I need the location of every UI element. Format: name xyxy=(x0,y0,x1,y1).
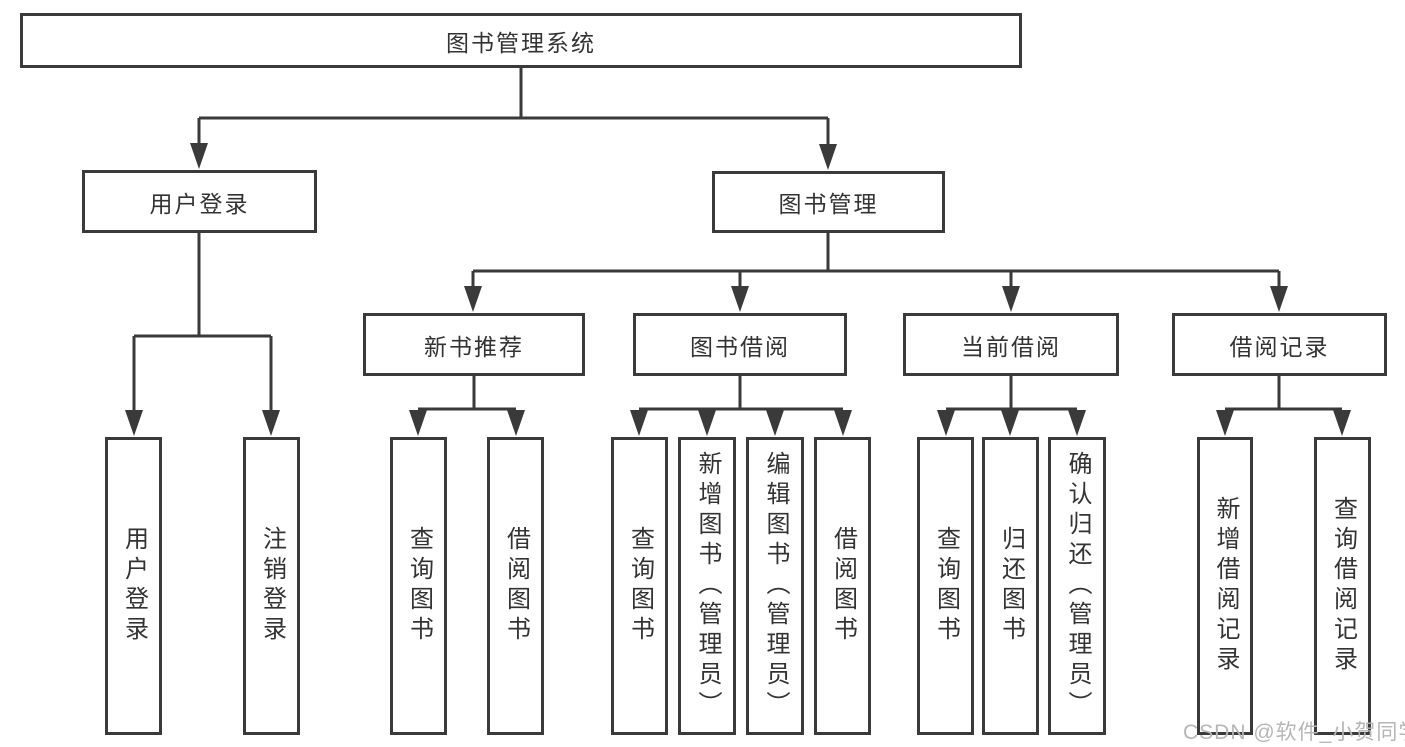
leaf-return-book: 归还图书 xyxy=(982,437,1039,735)
node-borrow-record-label: 借阅记录 xyxy=(1229,333,1330,360)
leaf-borrow-book: 借阅图书 xyxy=(814,437,871,735)
leaf-return-book-label: 归还图书 xyxy=(997,526,1025,646)
leaf-borrow-book-label: 借阅图书 xyxy=(829,526,857,646)
leaf-query-borrow-record: 查询借阅记录 xyxy=(1314,437,1371,735)
leaf-edit-book-admin: 编辑图书（管理员） xyxy=(746,437,804,735)
node-new-book-recommend: 新书推荐 xyxy=(363,313,585,376)
node-book-management: 图书管理 xyxy=(712,171,945,233)
node-user-login: 用户登录 xyxy=(82,170,317,233)
node-root: 图书管理系统 xyxy=(20,13,1022,68)
leaf-query-book-current-label: 查询图书 xyxy=(932,526,960,646)
leaf-query-book-recommend-label: 查询图书 xyxy=(405,526,433,646)
leaf-add-book-admin: 新增图书（管理员） xyxy=(678,437,736,735)
leaf-confirm-return-admin-label: 确认归还（管理员） xyxy=(1064,451,1091,721)
node-user-login-label: 用户登录 xyxy=(149,190,250,217)
leaf-logout: 注销登录 xyxy=(243,437,300,735)
leaf-add-book-admin-label: 新增图书（管理员） xyxy=(694,451,721,721)
arrowheads xyxy=(125,143,1351,436)
leaf-borrow-book-recommend-label: 借阅图书 xyxy=(502,526,530,646)
node-borrow-record: 借阅记录 xyxy=(1172,313,1387,376)
node-current-borrow: 当前借阅 xyxy=(903,313,1119,376)
leaf-confirm-return-admin: 确认归还（管理员） xyxy=(1048,437,1106,735)
leaf-query-book-borrow: 查询图书 xyxy=(611,437,668,735)
node-book-management-label: 图书管理 xyxy=(778,191,879,217)
leaf-query-book-current: 查询图书 xyxy=(917,437,974,735)
leaf-edit-book-admin-label: 编辑图书（管理员） xyxy=(762,451,789,721)
leaf-borrow-book-recommend: 借阅图书 xyxy=(487,437,544,735)
leaf-add-borrow-record-label: 新增借阅记录 xyxy=(1212,496,1239,676)
leaf-query-book-recommend: 查询图书 xyxy=(390,437,447,735)
leaf-logout-label: 注销登录 xyxy=(258,526,286,646)
leaf-user-login-label: 用户登录 xyxy=(120,526,148,646)
node-book-borrow-label: 图书借阅 xyxy=(690,333,790,360)
node-book-borrow: 图书借阅 xyxy=(633,313,847,376)
leaf-user-login: 用户登录 xyxy=(105,437,162,735)
csdn-watermark: CSDN @软件_小贺同学 xyxy=(1183,721,1405,744)
leaf-add-borrow-record: 新增借阅记录 xyxy=(1197,437,1253,735)
node-current-borrow-label: 当前借阅 xyxy=(961,333,1061,360)
leaf-query-book-borrow-label: 查询图书 xyxy=(626,526,654,646)
node-new-book-recommend-label: 新书推荐 xyxy=(424,333,524,360)
leaf-query-borrow-record-label: 查询借阅记录 xyxy=(1329,496,1357,676)
node-root-label: 图书管理系统 xyxy=(446,29,596,56)
